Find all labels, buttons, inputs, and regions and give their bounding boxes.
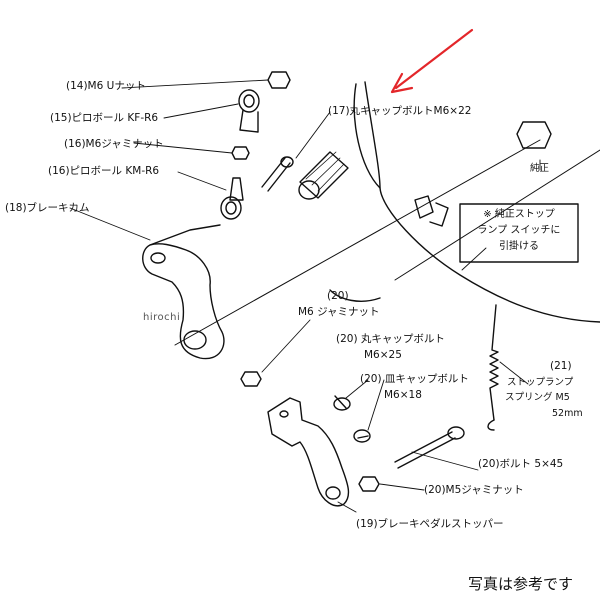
label-jam-nut-num: (20) [327, 290, 349, 302]
label-jam-nut-m6-lower: M6 ジャミナット [298, 306, 380, 318]
pillow-ball-kf-r6-inner [243, 94, 255, 108]
label-genuine: 純正 [530, 163, 550, 174]
jam-nut-m6-lower [240, 371, 262, 387]
label-spring-line1: ストップランプ [507, 377, 574, 388]
brake-cam-cross [149, 224, 221, 246]
assembly-axis-2 [394, 149, 600, 281]
flat-cap-bolt-m6x18 [357, 435, 369, 439]
label-jam-nut-m5: (20)M5ジャミナット [424, 484, 524, 496]
brake-cam-hole-upper [150, 252, 166, 264]
genuine-nut [516, 121, 552, 149]
bolt-5x45 [394, 431, 456, 469]
label-flat-cap-bolt: (20) 皿キャップボルト [360, 373, 469, 385]
label-cap-bolt-m6x22: (17)丸キャップボルトM6×22 [328, 105, 472, 117]
u-nut-m6 [267, 71, 291, 89]
label-jam-nut-m6: (16)M6ジャミナット [64, 138, 164, 150]
jam-nut-m6 [231, 146, 250, 160]
pillow-ball-kf-r6 [238, 89, 260, 113]
stop-lamp-spring [489, 304, 499, 421]
note-box [459, 203, 579, 263]
frame-curve-upper [353, 83, 381, 189]
jam-nut-m5 [358, 476, 380, 492]
label-pillow-ball-km: (16)ピロボール KM-R6 [48, 165, 160, 177]
cap-bolt-m6x25 [334, 395, 347, 409]
label-spring-num: (21) [550, 360, 572, 372]
label-cap-bolt-m6x25-size: M6×25 [364, 349, 402, 361]
label-spring-line2: スプリング M5 [505, 392, 570, 403]
note-line-1: ※ 純正ストップ [483, 209, 555, 220]
label-pillow-ball-kf: (15)ピロボール KF-R6 [50, 112, 159, 124]
watermark: hirochi [143, 312, 181, 323]
label-u-nut: (14)M6 Uナット [66, 80, 146, 92]
note-line-2: ランプ スイッチに [477, 225, 561, 236]
frame-curve-lower [329, 289, 381, 302]
reference-photo-caption: 写真は参考です [468, 575, 574, 593]
brake-pedal-stopper [267, 397, 350, 507]
switch-tab [414, 195, 434, 219]
brake-cam [142, 243, 225, 360]
knurled-sleeve [299, 151, 349, 199]
label-cap-bolt-m6x25: (20) 丸キャップボルト [336, 333, 445, 345]
label-spring-line3: 52mm [552, 408, 583, 419]
note-line-3: 引掛ける [499, 241, 539, 252]
assembly-axis [174, 139, 541, 346]
red-arrow-icon [390, 28, 474, 94]
brake-cam-hole-lower [183, 330, 207, 350]
label-flat-cap-bolt-size: M6×18 [384, 389, 422, 401]
label-brake-cam: (18)ブレーキカム [5, 202, 90, 214]
frame-outline [364, 81, 600, 323]
label-bolt-5x45: (20)ボルト 5×45 [478, 458, 564, 470]
label-brake-pedal-stopper: (19)ブレーキペダルストッパー [356, 518, 504, 530]
cap-bolt-m6x22 [261, 157, 291, 192]
